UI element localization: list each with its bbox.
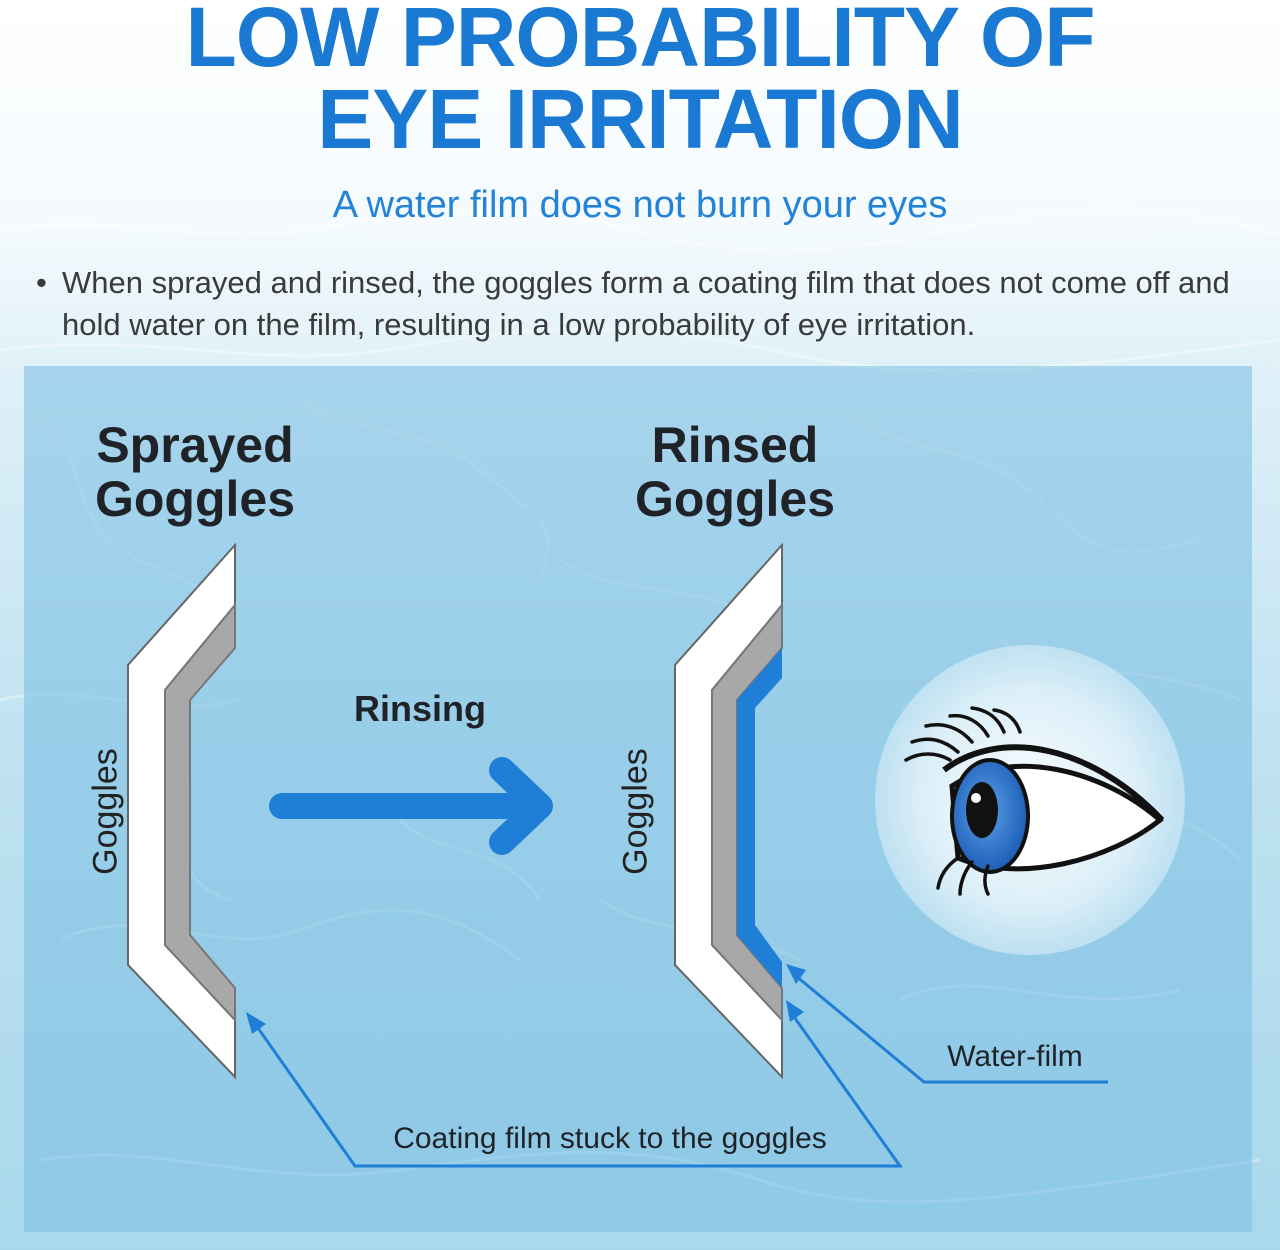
rinsing-arrow-icon xyxy=(269,757,553,855)
callout-lines xyxy=(256,974,1108,1168)
right-goggles-label: Goggles xyxy=(616,748,655,875)
sprayed-goggles-heading: Sprayed Goggles xyxy=(60,418,330,526)
rinsed-goggle-lens xyxy=(674,542,783,1080)
bullet-icon: • xyxy=(36,265,47,300)
rinsing-label: Rinsing xyxy=(354,688,486,729)
page-subtitle: A water film does not burn your eyes xyxy=(332,184,948,226)
eye-icon xyxy=(875,645,1185,955)
coating-film-label: Coating film stuck to the goggles xyxy=(393,1122,827,1155)
callout-arrowheads xyxy=(246,964,806,1034)
description-text: When sprayed and rinsed, the goggles for… xyxy=(62,265,1230,342)
sprayed-heading-line1: Sprayed xyxy=(96,417,294,473)
sprayed-heading-line2: Goggles xyxy=(94,471,296,527)
page-title-line1: LOW PROBABILITY OF xyxy=(185,0,1095,84)
rinsed-heading-line1: Rinsed xyxy=(651,417,819,473)
description-paragraph: • When sprayed and rinsed, the goggles f… xyxy=(36,262,1256,346)
rinsed-heading-line2: Goggles xyxy=(634,471,836,527)
sprayed-goggle-lens xyxy=(127,542,236,1080)
page-title-line2: EYE IRRITATION xyxy=(317,72,964,166)
water-film-label: Water-film xyxy=(947,1040,1083,1073)
rinsed-goggles-heading: Rinsed Goggles xyxy=(600,418,870,526)
left-goggles-label: Goggles xyxy=(86,748,125,875)
